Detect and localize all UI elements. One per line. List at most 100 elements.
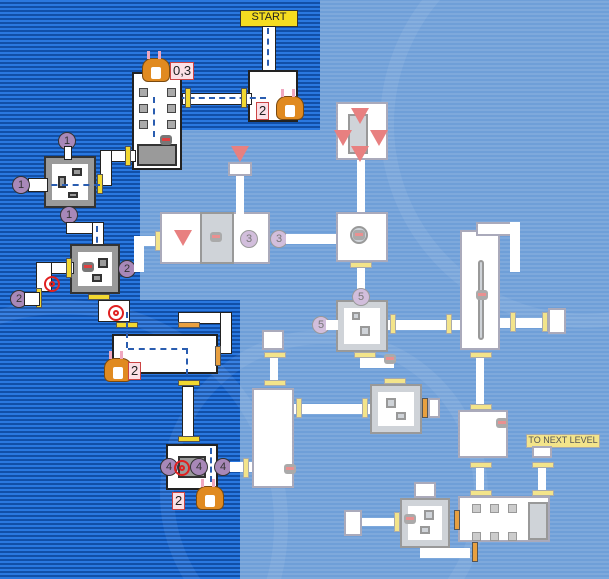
alcove[interactable] <box>228 162 252 176</box>
corridor[interactable] <box>182 93 252 105</box>
door[interactable] <box>472 542 478 562</box>
corridor[interactable] <box>182 386 194 438</box>
monster-icon <box>196 479 224 510</box>
warp-badge[interactable]: 5 <box>352 288 370 306</box>
monster-icon <box>142 51 170 82</box>
corridor[interactable] <box>538 468 546 492</box>
stone-block <box>58 176 66 188</box>
warp-badge[interactable]: 4 <box>190 458 208 476</box>
warp-badge[interactable]: 4 <box>214 458 232 476</box>
corridor[interactable] <box>500 318 542 328</box>
alcove[interactable] <box>262 330 284 350</box>
corridor[interactable] <box>476 358 484 408</box>
stone-block <box>92 274 102 282</box>
door[interactable] <box>88 294 110 300</box>
alcove[interactable] <box>344 510 362 536</box>
corridor[interactable] <box>286 234 338 244</box>
corridor[interactable] <box>326 320 338 330</box>
corridor[interactable] <box>388 320 460 330</box>
door[interactable] <box>470 404 492 410</box>
switch-icon[interactable] <box>210 232 222 242</box>
corridor[interactable] <box>270 358 278 380</box>
door[interactable] <box>446 314 452 334</box>
door[interactable] <box>264 380 286 386</box>
corridor[interactable] <box>476 468 484 492</box>
door[interactable] <box>510 312 516 332</box>
door[interactable] <box>125 146 131 166</box>
corridor[interactable] <box>28 178 48 192</box>
pillar <box>139 120 148 129</box>
corridor[interactable] <box>357 268 365 290</box>
corridor[interactable] <box>294 404 370 414</box>
door[interactable] <box>350 262 372 268</box>
route-path <box>267 28 269 108</box>
door[interactable] <box>66 258 72 278</box>
corridor[interactable] <box>420 548 470 558</box>
corridor[interactable] <box>236 164 244 214</box>
stone-block <box>424 510 434 520</box>
switch-icon[interactable] <box>476 290 488 300</box>
cross-room-6-floor <box>378 392 414 426</box>
pillar <box>508 532 517 541</box>
alcove[interactable] <box>414 482 436 498</box>
pit-triangle-icon <box>231 146 249 162</box>
door[interactable] <box>384 378 406 384</box>
door[interactable] <box>470 352 492 358</box>
target-marker-icon <box>108 305 124 321</box>
corridor[interactable] <box>134 236 160 246</box>
door[interactable] <box>454 510 460 530</box>
door[interactable] <box>296 398 302 418</box>
door[interactable] <box>542 312 548 332</box>
door[interactable] <box>178 380 200 386</box>
door[interactable] <box>422 398 428 418</box>
switch-icon[interactable] <box>404 514 416 524</box>
door[interactable] <box>470 462 492 468</box>
corridor[interactable] <box>24 292 40 306</box>
door[interactable] <box>241 88 247 108</box>
corridor[interactable] <box>64 146 72 160</box>
door[interactable] <box>178 436 200 442</box>
door[interactable] <box>362 398 368 418</box>
stone-block <box>98 258 108 268</box>
switch-icon[interactable] <box>384 354 396 364</box>
door[interactable] <box>390 314 396 334</box>
switch-icon[interactable] <box>496 418 508 428</box>
door[interactable] <box>264 352 286 358</box>
stone-block <box>528 502 548 540</box>
exit-stairs[interactable] <box>532 446 552 458</box>
warp-badge[interactable]: 3 <box>240 230 258 248</box>
door[interactable] <box>470 490 492 496</box>
warp-badge[interactable]: 1 <box>12 176 30 194</box>
pit-triangle-icon <box>174 230 192 246</box>
corridor[interactable] <box>220 312 232 354</box>
door[interactable] <box>354 352 376 358</box>
switch-icon[interactable] <box>82 262 94 272</box>
door[interactable] <box>394 512 400 532</box>
corridor[interactable] <box>360 358 394 368</box>
corridor[interactable] <box>510 222 520 272</box>
corridor[interactable] <box>100 150 112 186</box>
switch-icon[interactable] <box>160 135 172 145</box>
start-corridor[interactable] <box>262 26 276 76</box>
target-marker-icon <box>174 460 190 476</box>
door[interactable] <box>215 346 221 366</box>
stone-block <box>137 144 177 166</box>
door[interactable] <box>532 462 554 468</box>
enemy-count: 2 <box>128 362 142 380</box>
switch-icon[interactable] <box>284 464 296 474</box>
target-marker-icon <box>44 276 60 292</box>
warp-badge[interactable]: 5 <box>312 316 330 334</box>
door[interactable] <box>243 458 249 478</box>
corridor[interactable] <box>92 222 104 246</box>
switch-icon[interactable] <box>353 230 365 240</box>
corridor[interactable] <box>134 236 144 272</box>
door[interactable] <box>532 490 554 496</box>
door[interactable] <box>185 88 191 108</box>
corridor[interactable] <box>360 518 400 526</box>
alcove[interactable] <box>428 398 440 418</box>
door[interactable] <box>178 322 200 328</box>
alcove[interactable] <box>548 308 566 334</box>
corridor[interactable] <box>357 160 365 212</box>
pillar <box>472 532 481 541</box>
route-path <box>128 348 188 350</box>
